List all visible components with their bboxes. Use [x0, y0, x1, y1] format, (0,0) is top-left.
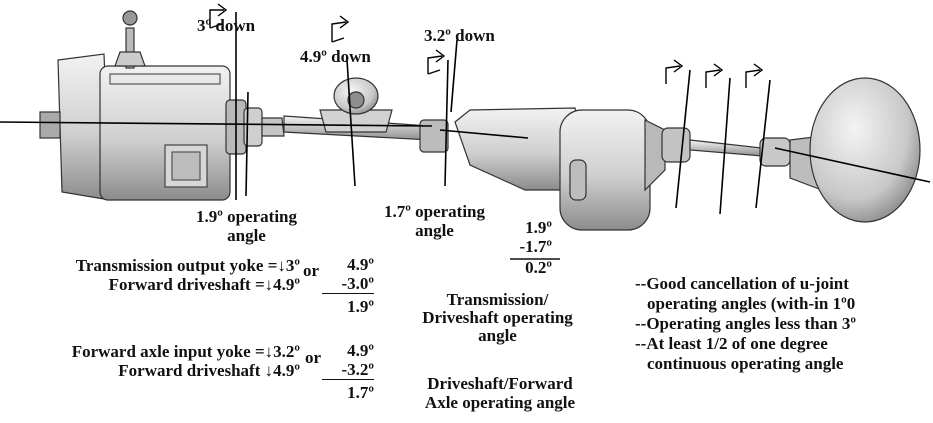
trans-caption-2: Driveshaft operating: [422, 308, 573, 327]
trans-down-label: 3º down: [197, 16, 256, 35]
axle-caption-1: Driveshaft/Forward: [427, 374, 573, 393]
axle-down-label: 3.2º down: [424, 26, 495, 45]
transmission: [39, 10, 263, 201]
trans-calc-v1: 4.9º: [347, 255, 374, 274]
op-angle-2-line2: angle: [415, 221, 454, 240]
mid-down-label: 4.9º down: [300, 47, 371, 66]
trans-or: or: [303, 261, 320, 280]
axle-yoke-row: Forward axle input yoke =↓3.2º: [71, 342, 300, 361]
op-angle-1-line1: 1.9º operating: [196, 207, 297, 226]
axle-caption: Driveshaft/Forward Axle operating angle: [400, 375, 600, 411]
axle-calc-v1: 4.9º: [347, 341, 374, 360]
trans-calc-values: 4.9º -3.0º 1.9º: [322, 256, 374, 315]
note-4: --At least 1/2 of one degree: [635, 334, 828, 353]
axle-calc-v3: 1.7º: [347, 383, 374, 402]
note-1: --Good cancellation of u-joint: [635, 274, 849, 293]
center-calc-v3: 0.2º: [525, 258, 552, 277]
flag-icon-2: [331, 15, 350, 43]
rear-axle: [661, 77, 921, 223]
notes-list: --Good cancellation of u-joint operating…: [635, 275, 856, 372]
angle-indicator-icons: [209, 3, 764, 88]
op-angle-2-label: 1.7º operating angle: [372, 203, 497, 239]
center-calc-v2: -1.7º: [519, 237, 552, 256]
axle-calc-values: 4.9º -3.2º 1.7º: [322, 342, 374, 401]
op-angle-1-line2: angle: [227, 226, 266, 245]
axle-caption-2: Axle operating angle: [424, 393, 576, 412]
axle-calc-v2: -3.2º: [322, 361, 374, 380]
center-calc: 1.9º -1.7º 0.2º: [500, 219, 552, 276]
trans-calc-v2: -3.0º: [322, 275, 374, 294]
reference-lines: [0, 12, 931, 215]
axle-or: or: [305, 348, 322, 367]
note-5: continuous operating angle: [647, 354, 844, 373]
forward-axle: [454, 107, 666, 231]
trans-yoke-row: Transmission output yoke =↓3º: [75, 256, 300, 275]
axle-shaft-row: Forward driveshaft ↓4.9º: [118, 361, 300, 380]
trans-caption-1: Transmission/: [446, 290, 549, 309]
trans-caption-3: angle: [478, 326, 517, 345]
flag-icon-3: [427, 49, 446, 75]
op-angle-2-line1: 1.7º operating: [384, 202, 485, 221]
trans-calc-v3: 1.9º: [347, 297, 374, 316]
note-2: operating angles (with-in 1º0: [647, 294, 856, 313]
flag-icon-1: [209, 3, 228, 29]
trans-shaft-row: Forward driveshaft =↓4.9º: [108, 275, 300, 294]
flag-icon-5: [705, 63, 724, 88]
flag-icon-6: [745, 63, 764, 88]
note-3: --Operating angles less than 3º: [635, 314, 856, 333]
flag-icon-4: [665, 59, 684, 84]
trans-caption: Transmission/ Driveshaft operating angle: [400, 291, 595, 344]
center-calc-v1: 1.9º: [525, 218, 552, 237]
op-angle-1-label: 1.9º operating angle: [184, 208, 309, 244]
forward-driveshaft: [261, 77, 449, 153]
